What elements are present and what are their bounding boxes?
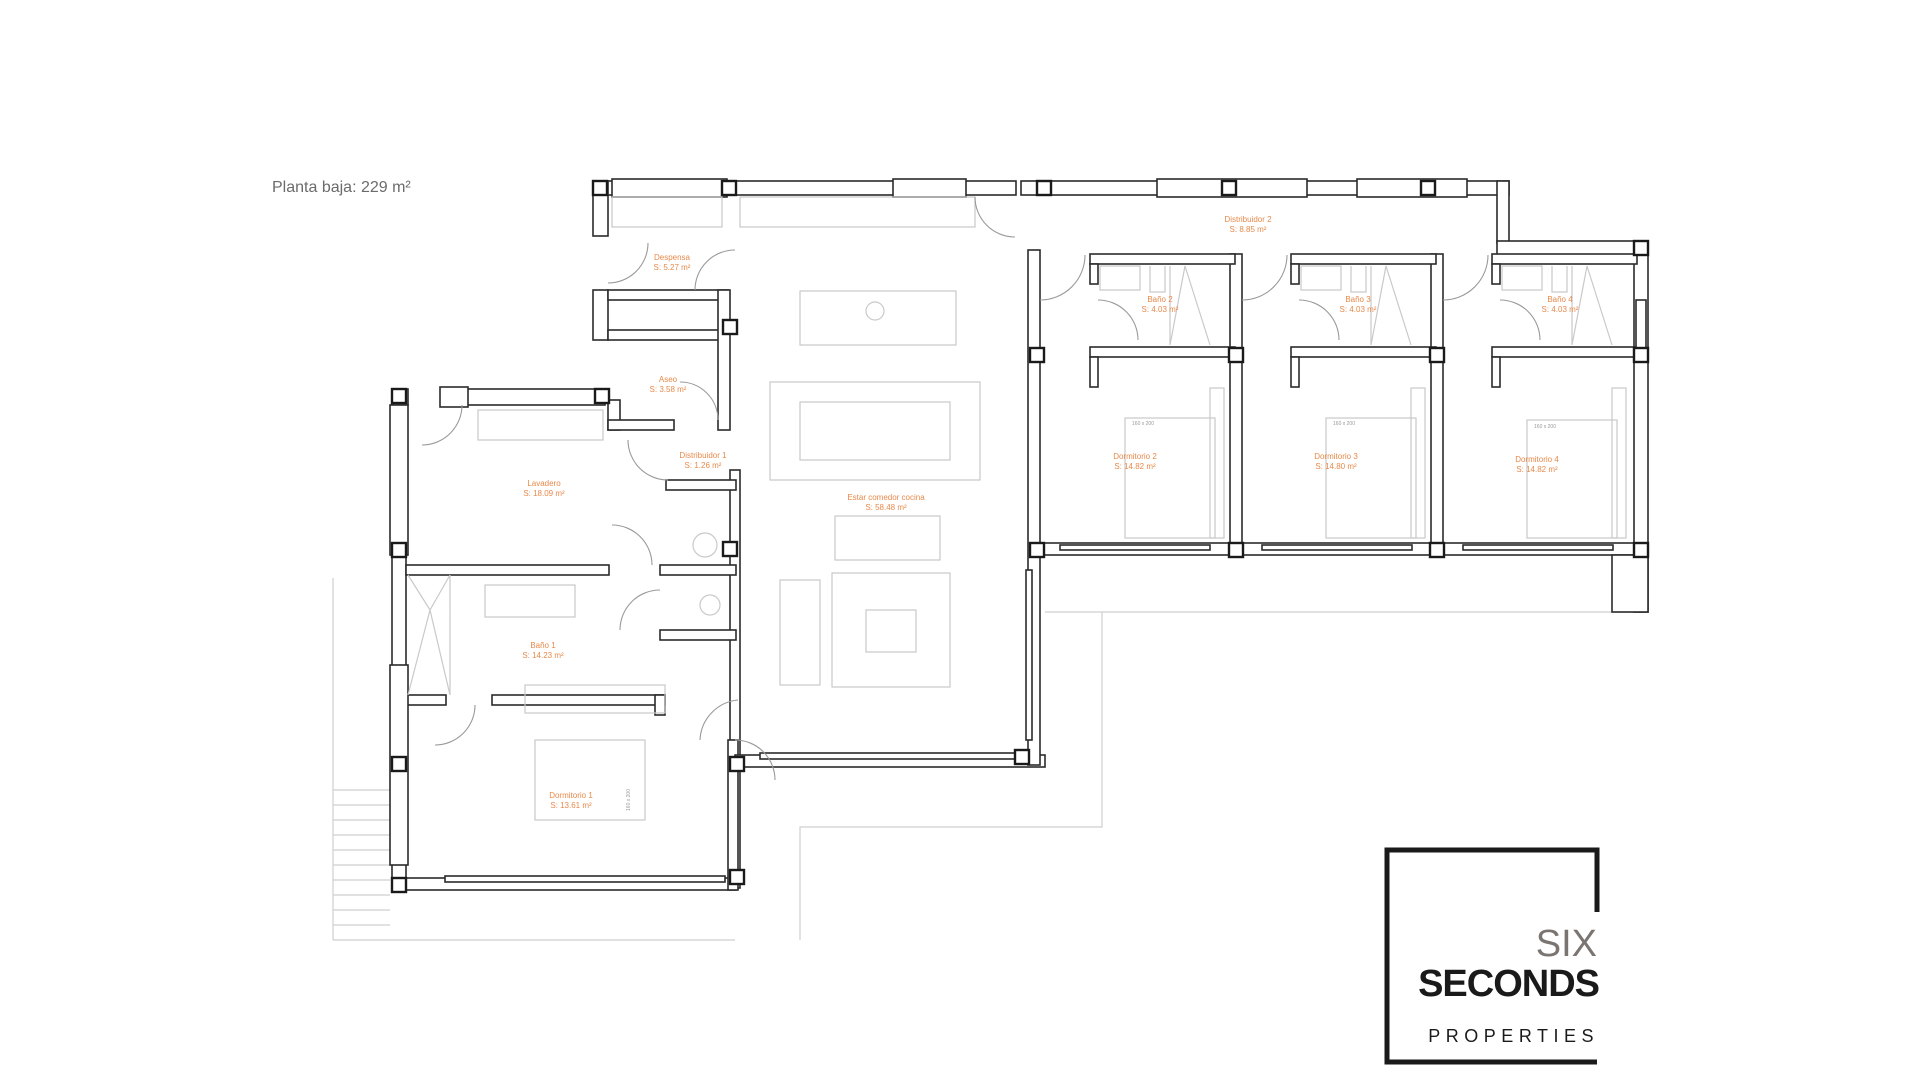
room-dormitorio4-name: Dormitorio 4 [1515,455,1559,464]
room-estar-name: Estar comedor cocina [847,493,925,502]
room-dormitorio2-area: S: 14.82 m² [1114,462,1156,471]
room-distribuidor2-area: S: 8.85 m² [1230,225,1267,234]
room-aseo-area: S: 3.58 m² [650,385,687,394]
toilet-bano1 [699,594,721,616]
room-bano4-area: S: 4.03 m² [1542,305,1579,314]
wardrobe-2 [1209,387,1225,539]
doors [421,196,1541,781]
room-bano1-name: Baño 1 [530,641,556,650]
logo-properties: PROPERTIES [1428,1026,1599,1046]
dining-area [769,381,981,481]
kitchen-island [799,290,957,346]
room-distribuidor1-name: Distribuidor 1 [679,451,727,460]
room-despensa-name: Despensa [654,253,691,262]
laundry-counter [477,409,604,441]
walls [391,180,1649,891]
bed-3-size: 160 x 200 [1333,421,1355,427]
bathroom-fixtures [1099,265,1613,346]
vanity [524,684,666,714]
wardrobe-4 [1611,387,1627,539]
room-bano2-area: S: 4.03 m² [1142,305,1179,314]
room-dormitorio1-area: S: 13.61 m² [550,801,592,810]
sink [865,301,885,321]
bed-2 [1124,417,1216,539]
bed-4-size: 160 x 200 [1534,424,1556,430]
room-bano4-name: Baño 4 [1547,295,1573,304]
room-labels: Despensa S: 5.27 m² Aseo S: 3.58 m² Dist… [522,215,1578,810]
terrace-outline [332,578,1648,941]
armchairs [779,579,821,686]
dining-table [799,401,951,461]
room-bano3-area: S: 4.03 m² [1340,305,1377,314]
room-lavadero-name: Lavadero [527,479,561,488]
rug [831,572,951,688]
bed-2-size: 160 x 200 [1132,421,1154,427]
exterior-stairs [333,789,390,926]
room-dormitorio4-area: S: 14.82 m² [1516,465,1558,474]
room-dormitorio3-name: Dormitorio 3 [1314,452,1358,461]
bed-3 [1325,417,1417,539]
furniture: 160 x 200 160 x 200 160 x 200 160 x 200 [407,196,1627,821]
room-distribuidor2-name: Distribuidor 2 [1224,215,1272,224]
shower [407,574,451,696]
room-dormitorio1-name: Dormitorio 1 [549,791,593,800]
wardrobe-3 [1410,387,1426,539]
room-aseo-name: Aseo [659,375,678,384]
plan-title: Planta baja: 229 m² [272,179,411,196]
logo-frame [1384,847,1600,1065]
room-bano1-area: S: 14.23 m² [522,651,564,660]
bed-4 [1526,419,1618,539]
columns [390,179,1650,894]
bed-1 [534,739,646,821]
logo-six: SIX [1536,923,1597,965]
pantry-shelf [611,196,723,228]
logo-seconds: SECONDS [1418,963,1599,1005]
bathtub [484,584,576,618]
room-despensa-area: S: 5.27 m² [654,263,691,272]
sofa [834,515,941,561]
windows [389,178,1647,883]
six-seconds-logo: SIX SECONDS PROPERTIES [1384,847,1600,1065]
coffee-table [865,609,917,653]
room-lavadero-area: S: 18.09 m² [523,489,565,498]
kitchen-counter [739,196,976,228]
room-dormitorio2-name: Dormitorio 2 [1113,452,1157,461]
room-bano2-name: Baño 2 [1147,295,1173,304]
room-dormitorio3-area: S: 14.80 m² [1315,462,1357,471]
room-bano3-name: Baño 3 [1345,295,1371,304]
bed-1-size: 160 x 200 [626,789,632,811]
room-distribuidor1-area: S: 1.26 m² [685,461,722,470]
toilet-aseo [692,532,718,558]
room-estar-area: S: 58.48 m² [865,503,907,512]
